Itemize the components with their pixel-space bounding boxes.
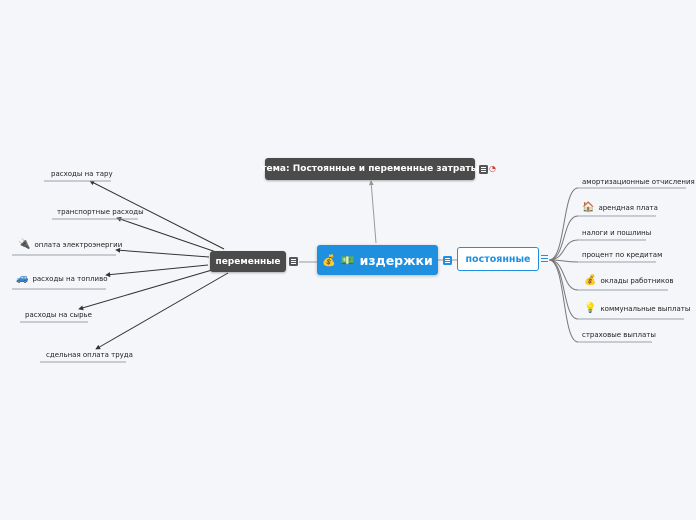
fixed-item[interactable]: амортизационные отчисления (582, 178, 695, 186)
central-label: издержки (359, 252, 433, 268)
notes-icon[interactable] (479, 165, 488, 174)
variable-item[interactable]: сдельная оплата труда (46, 351, 133, 359)
notes-icon[interactable] (289, 257, 298, 266)
variable-item[interactable]: расходы на тару (51, 170, 113, 178)
topic-node[interactable]: тема: Постоянные и переменные затраты (261, 158, 479, 180)
plug-icon: 🔌 (18, 239, 31, 250)
fixed-item[interactable]: страховые выплаты (582, 331, 656, 339)
variable-item[interactable]: 🔌 оплата электроэнергии (18, 239, 123, 250)
fixed-item[interactable]: 💰 оклады работников (584, 275, 674, 286)
money-bag-icon: 💰 (584, 275, 597, 286)
car-icon: 🚙 (16, 273, 29, 284)
connector-curve (548, 187, 579, 261)
house-icon: 🏠 (582, 202, 595, 213)
money-bag-icon: 💰 (322, 253, 336, 267)
fixed-item[interactable]: процент по кредитам (582, 251, 663, 259)
variable-label: переменные (215, 256, 281, 267)
variable-item[interactable]: 🚙 расходы на топливо (16, 273, 108, 284)
money-bills-icon: 💵 (340, 253, 355, 267)
connector-arrow (78, 269, 213, 311)
connector-arrow (116, 216, 220, 254)
variable-item[interactable]: расходы на сырье (25, 311, 92, 319)
connector-arrow (105, 264, 209, 278)
connector-arrow (95, 272, 229, 350)
fixed-node[interactable]: постоянные (457, 247, 539, 271)
fixed-item[interactable]: 🏠 арендная плата (582, 202, 658, 213)
notes-icon[interactable] (443, 256, 452, 265)
connector-arrow (115, 247, 210, 258)
list-icon (541, 255, 548, 262)
fixed-label: постоянные (465, 253, 531, 265)
fixed-item[interactable]: налоги и пошлины (582, 229, 652, 237)
variable-node[interactable]: переменные (210, 251, 286, 272)
lightbulb-icon: 💡 (584, 303, 597, 314)
connector-curve (548, 239, 579, 261)
connector-curve (548, 259, 579, 343)
connector-curve (548, 215, 579, 261)
topic-label: тема: Постоянные и переменные затраты (261, 164, 479, 174)
variable-item[interactable]: транспортные расходы (57, 208, 144, 216)
connector-central-topic (368, 180, 377, 244)
gauge-icon: ◔ (489, 164, 496, 173)
connector-arrow (89, 180, 225, 250)
central-node[interactable]: 💰 💵 издержки (317, 245, 438, 275)
fixed-item[interactable]: 💡 коммунальные выплаты (584, 303, 691, 314)
